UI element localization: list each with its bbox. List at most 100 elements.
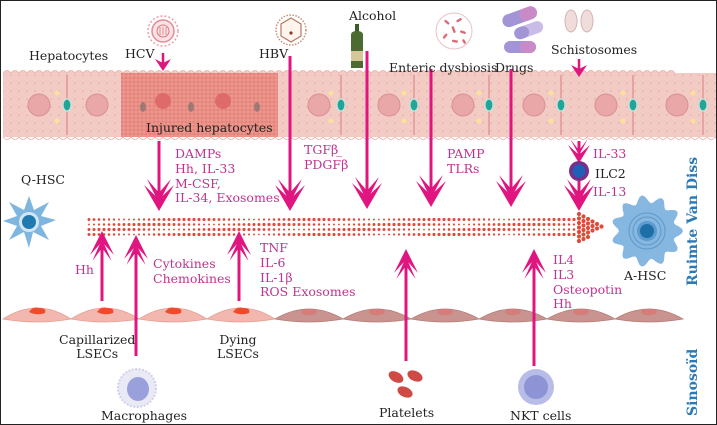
schistosomes-label: Schistosomes — [551, 42, 638, 57]
ecm-dot — [267, 222, 271, 227]
ecm-dot — [317, 217, 321, 222]
ecm-dot — [187, 228, 191, 231]
ecm-dot — [342, 218, 346, 221]
ecm-dot — [427, 232, 431, 237]
ecm-dot — [517, 222, 521, 227]
lsec-nucleus — [301, 308, 317, 316]
ecm-dot — [567, 217, 571, 222]
ecm-dot — [367, 223, 371, 226]
ecm-dot — [585, 230, 591, 235]
ecm-dot — [128, 233, 130, 236]
ecm-dot — [112, 227, 116, 232]
ecm-dot — [482, 227, 486, 232]
ecm-dot — [258, 233, 260, 236]
injured-nucleus — [215, 93, 231, 109]
ecm-dot — [412, 222, 416, 227]
ecm-dot — [412, 218, 416, 221]
ecm-dot — [572, 228, 576, 231]
ecm-dot — [302, 217, 306, 222]
ecm-dot — [297, 223, 301, 226]
ecm-dot — [247, 233, 251, 236]
il33-mediator: IL-33 — [593, 146, 627, 161]
lsec-layer — [1, 307, 685, 323]
ecm-dot — [237, 223, 241, 226]
ecm-dot — [517, 218, 521, 221]
ecm-dot — [192, 223, 196, 226]
ecm-dot — [142, 233, 146, 236]
ecm-dot — [187, 232, 191, 237]
ecm-dot — [257, 218, 261, 221]
ecm-dot — [468, 223, 470, 226]
ecm-dot — [267, 233, 271, 236]
ecm-dot — [322, 217, 326, 222]
ecm-dot — [492, 218, 496, 221]
ecm-dot — [512, 222, 516, 227]
ecm-dot — [142, 228, 146, 231]
ecm-dot — [287, 218, 291, 221]
ecm-dot — [457, 217, 461, 222]
ecm-dot — [458, 223, 460, 226]
ecm-dot — [97, 227, 101, 232]
ecm-dot — [452, 223, 456, 226]
lipid-droplet — [328, 118, 334, 124]
hbv-arrow-head — [275, 185, 305, 211]
alcohol-arrow-head — [355, 177, 379, 201]
ecm-dot — [293, 228, 295, 231]
ecm-dot — [527, 222, 531, 227]
ecm-dot — [532, 222, 536, 227]
ecm-dot — [92, 223, 96, 226]
ecm-dot — [342, 233, 346, 236]
ecm-dot — [422, 223, 426, 226]
ecm-dot — [267, 218, 271, 221]
injured-junction — [188, 102, 194, 112]
ecm-dot — [467, 227, 471, 232]
kupffer-junction-cell — [556, 98, 566, 112]
ecm-dot — [128, 218, 130, 221]
ecm-dot — [527, 228, 531, 231]
ecm-dot — [342, 227, 346, 232]
ecm-dot — [388, 233, 390, 236]
ecm-dot — [152, 222, 156, 227]
schistosomes-arrow-head — [571, 65, 587, 77]
ecm-dot — [237, 218, 241, 221]
ecm-dot — [87, 218, 91, 221]
ecm-dot — [112, 218, 116, 221]
ecm-dot — [307, 228, 311, 231]
ecm-dot — [122, 223, 126, 226]
ecm-dot — [327, 223, 331, 226]
injured-junction — [140, 102, 146, 112]
ecm-dot — [182, 228, 186, 231]
injured-nucleus — [155, 93, 171, 109]
ecm-dot — [177, 217, 181, 222]
ecm-dot — [262, 228, 266, 231]
ecm-dot — [287, 228, 291, 231]
hcv-arrow-head — [155, 59, 171, 71]
ecm-dot — [137, 222, 141, 227]
ilc2-label: ILC2 — [595, 166, 626, 181]
ecm-dot — [297, 233, 301, 236]
ecm-dot — [567, 223, 571, 226]
ecm-dot — [122, 233, 126, 236]
lipid-droplet — [476, 118, 482, 124]
ecm-dot — [117, 233, 121, 236]
ecm-dot — [217, 218, 221, 221]
ecm-dot — [497, 223, 501, 226]
ecm-dot — [253, 233, 255, 236]
ecm-dot — [147, 228, 151, 231]
ecm-dot — [272, 218, 276, 221]
ecm-dot — [581, 232, 586, 237]
ecm-dot — [262, 222, 266, 227]
macrophage-arrow-head — [126, 243, 146, 265]
hepatocyte-nucleus — [451, 93, 475, 117]
ecm-dot — [392, 228, 396, 231]
cytokines-chemokines-mediators: Cytokines Chemokines — [153, 256, 231, 286]
ecm-dot — [272, 228, 276, 231]
injured-hepatocytes-region — [121, 73, 278, 137]
ecm-dot — [298, 228, 300, 231]
virus-hbv-icon — [275, 14, 307, 46]
ecm-dot — [208, 223, 210, 226]
ecm-dot — [402, 218, 406, 221]
ecm-dot — [133, 233, 135, 236]
ecm-dot — [508, 218, 510, 221]
